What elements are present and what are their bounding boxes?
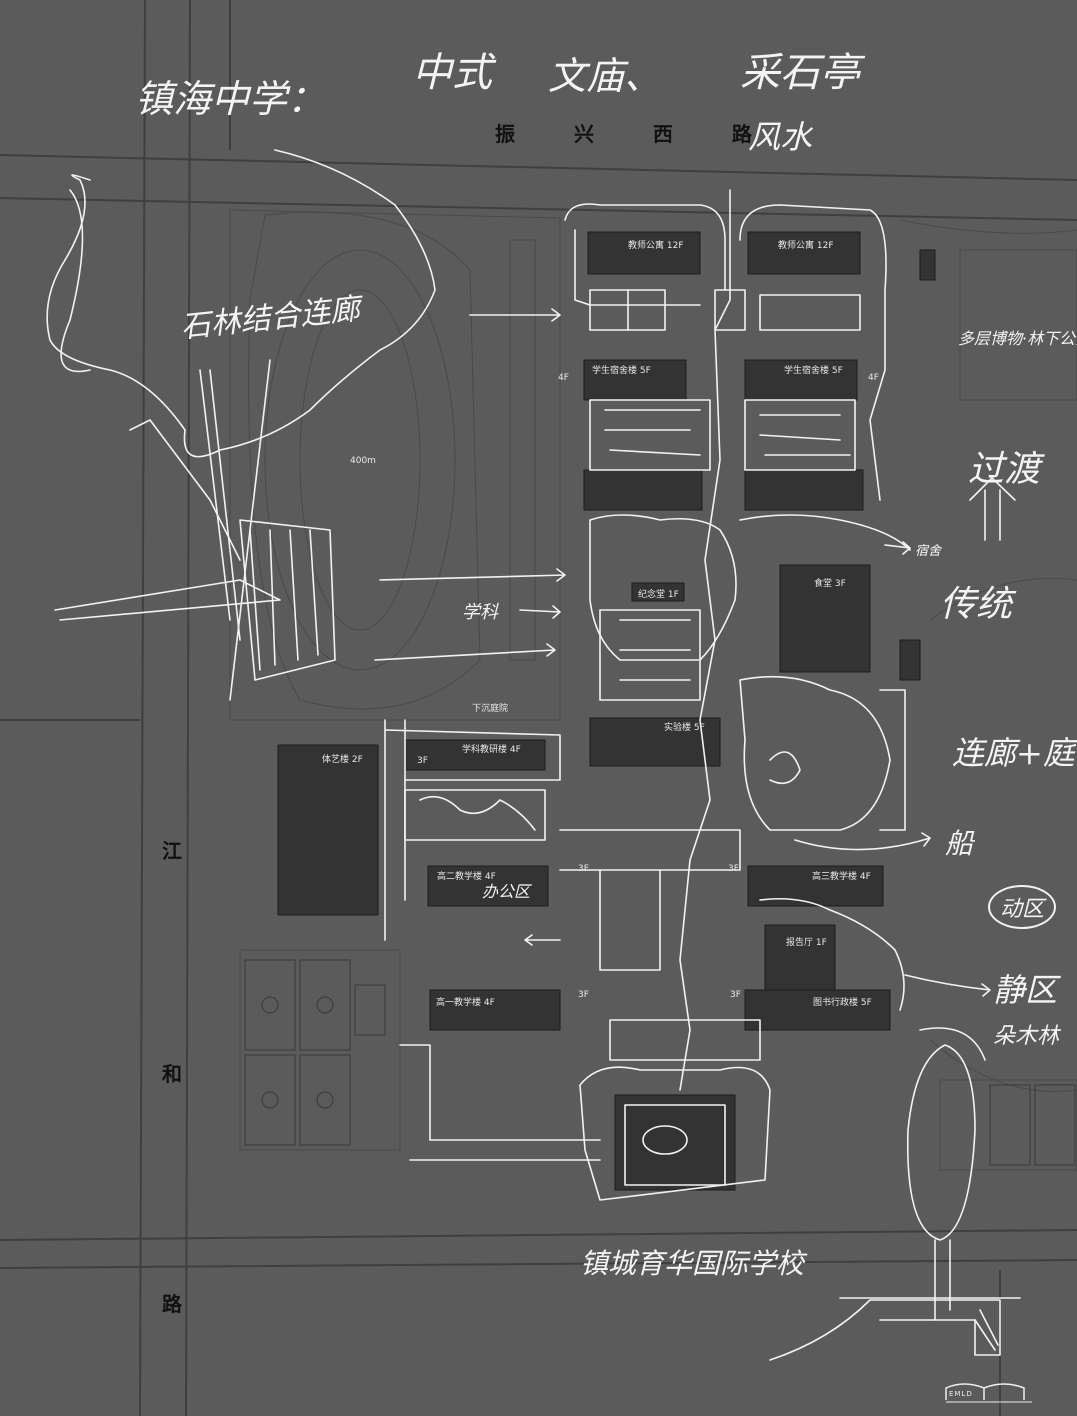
note-title: 镇海中学： (135, 77, 326, 121)
note-academic: 学科 (462, 602, 498, 623)
note-temple: 文庙、 (548, 54, 663, 98)
label-grade3: 高三教学楼 4F (812, 872, 871, 882)
label-3f-e: 3F (730, 990, 741, 1000)
sports-courts (244, 959, 1076, 1166)
label-4f-east: 4F (868, 373, 879, 383)
note-boat: 船 (945, 827, 974, 860)
label-3f-a: 3F (417, 756, 428, 766)
label-lab: 实验楼 5F (664, 723, 705, 733)
sketch-overlay (46, 149, 1021, 1361)
label-track: 400m (350, 456, 376, 466)
label-subject: 学科教研楼 4F (462, 745, 521, 755)
note-quiet-zone: 静区 (993, 971, 1058, 1009)
logo-text: EMLD (949, 1390, 973, 1398)
label-canteen: 食堂 3F (814, 579, 846, 589)
label-grade2: 高二教学楼 4F (437, 872, 496, 882)
note-tradition: 传统 (940, 584, 1013, 625)
label-3f-d: 3F (578, 990, 589, 1000)
label-sunken-court: 下沉庭院 (472, 704, 509, 714)
note-vertical-park: 多层博物·林下公共节点 (958, 329, 1077, 348)
road-label-west-2: 和 (162, 1062, 182, 1086)
label-teacher-apt-west: 教师公寓 12F (628, 241, 684, 251)
label-library: 图书行政楼 5F (813, 998, 872, 1008)
road-label-north: 振 兴 西 路 (495, 122, 778, 146)
note-style: 中式 (412, 50, 492, 96)
label-dorm-west: 学生宿舍楼 5F (592, 366, 651, 376)
note-fengshui: 风水 (748, 118, 813, 156)
road-label-west-3: 路 (162, 1292, 182, 1316)
note-corridor-yard: 连廊+庭院 (952, 734, 1077, 772)
label-3f-c: 3F (728, 864, 739, 874)
emld-logo-icon (945, 1383, 1032, 1403)
buildings (277, 231, 936, 1191)
label-teacher-apt-east: 教师公寓 12F (778, 241, 834, 251)
note-transition: 过渡 (968, 449, 1041, 490)
note-school-name: 镇城育华国际学校 (580, 1247, 805, 1280)
label-report-hall: 报告厅 1F (786, 938, 827, 948)
note-arbor: 朵木林 (993, 1024, 1060, 1049)
road-label-west-1: 江 (162, 839, 182, 863)
note-dorm-area: 宿舍 (915, 544, 942, 559)
label-memorial: 纪念堂 1F (638, 590, 679, 600)
campus-boundary (229, 209, 1077, 1171)
label-sports-art: 体艺楼 2F (322, 755, 363, 765)
label-4f-west: 4F (558, 373, 569, 383)
label-dorm-east: 学生宿舍楼 5F (784, 366, 843, 376)
note-active-zone: 动区 (988, 885, 1057, 929)
label-3f-b: 3F (578, 864, 589, 874)
note-pavilion: 采石亭 (740, 50, 860, 96)
note-office-area: 办公区 (482, 882, 531, 901)
label-grade1: 高一教学楼 4F (436, 998, 495, 1008)
